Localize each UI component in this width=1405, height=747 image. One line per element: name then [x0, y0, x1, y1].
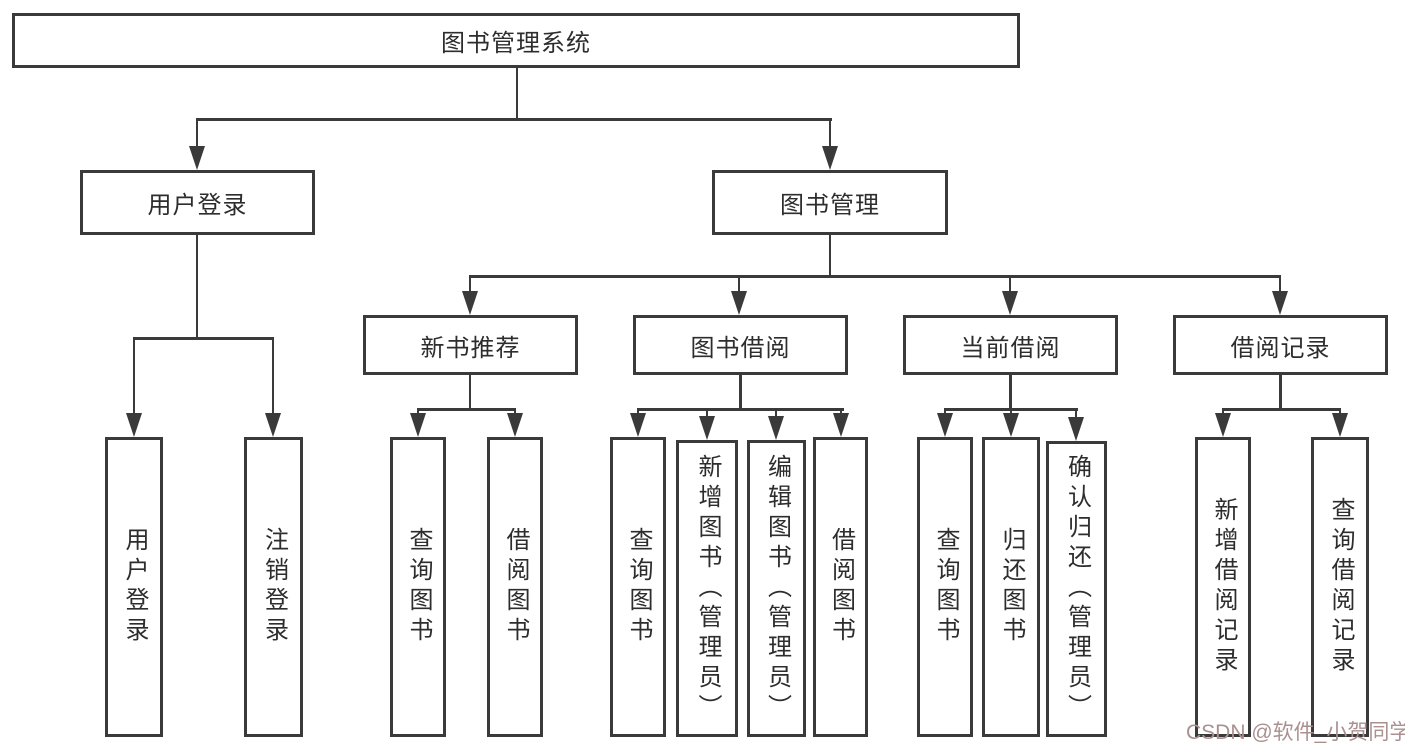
node-borrowing-records: 借阅记录 [1173, 315, 1388, 375]
leaf-borrow-books-recommend: 借阅图书 [487, 437, 543, 737]
leaf-edit-book-admin-label: 编辑图书（管理员） [763, 453, 791, 724]
arrowhead-down-icon [507, 413, 523, 437]
leaf-confirm-return-admin-label: 确认归还（管理员） [1063, 454, 1091, 724]
arrowhead-down-icon [462, 291, 478, 315]
leaf-query-books-borrowing-label: 查询图书 [625, 527, 652, 647]
leaf-query-books-recommend: 查询图书 [390, 437, 446, 737]
arrowhead-down-icon [937, 413, 953, 437]
arrowhead-down-icon [265, 413, 281, 437]
connector-stem [705, 408, 709, 416]
csdn-watermark: CSDN @软件_小贺同学 [1186, 721, 1405, 744]
arrowhead-down-icon [833, 413, 849, 437]
connector-stem [839, 408, 843, 413]
connector-stem [1008, 275, 1012, 291]
connector-stem [195, 118, 199, 146]
node-current-borrowing-label: 当前借阅 [960, 334, 1061, 362]
connector-records-hline [1222, 408, 1341, 411]
connector-stem [636, 408, 640, 413]
connector-root-hline [196, 118, 832, 121]
connector-recommend-hline [417, 408, 516, 411]
leaf-query-books-recommend-label: 查询图书 [405, 527, 432, 647]
leaf-user-login: 用户登录 [105, 437, 163, 737]
node-borrowing-records-label: 借阅记录 [1230, 334, 1331, 362]
node-new-book-recommend-label: 新书推荐 [420, 334, 521, 362]
connector-userlogin-hline [133, 337, 274, 340]
leaf-query-borrow-record-label: 查询借阅记录 [1327, 497, 1354, 677]
connector-stem [774, 408, 778, 416]
leaf-confirm-return-admin: 确认归还（管理员） [1046, 441, 1107, 737]
connector-bookmgmt-stub [828, 235, 832, 275]
arrowhead-down-icon [1068, 417, 1084, 441]
connector-stem [416, 408, 420, 413]
node-root-label: 图书管理系统 [441, 30, 591, 57]
leaf-return-book-label: 归还图书 [998, 527, 1025, 647]
connector-stem [1009, 408, 1013, 413]
leaf-add-book-admin-label: 新增图书（管理员） [694, 453, 721, 724]
connector-stem [943, 408, 947, 413]
node-current-borrowing: 当前借阅 [903, 315, 1118, 375]
node-book-borrowing-label: 图书借阅 [690, 334, 791, 362]
node-book-management: 图书管理 [712, 170, 948, 235]
leaf-edit-book-admin: 编辑图书（管理员） [747, 440, 806, 737]
arrowhead-down-icon [1332, 413, 1348, 437]
connector-stem [1074, 408, 1078, 417]
leaf-logout-label: 注销登录 [260, 527, 288, 647]
node-user-login-label: 用户登录 [147, 192, 248, 219]
arrowhead-down-icon [1002, 291, 1018, 315]
leaf-add-borrow-record-label: 新增借阅记录 [1210, 497, 1237, 677]
arrowhead-down-icon [630, 413, 646, 437]
connector-stem [1221, 408, 1225, 413]
arrowhead-down-icon [1272, 291, 1288, 315]
leaf-borrow-books-borrowing-label: 借阅图书 [827, 527, 855, 647]
leaf-query-borrow-record: 查询借阅记录 [1311, 437, 1369, 737]
connector-stem [132, 337, 136, 413]
connector-root-stub [515, 68, 519, 120]
connector-borrowing-hline [637, 408, 844, 411]
arrowhead-down-icon [822, 146, 838, 170]
connector-stem [737, 275, 741, 291]
connector-recommend-stub [468, 375, 472, 408]
leaf-add-book-admin: 新增图书（管理员） [676, 440, 738, 737]
connector-userlogin-stub [195, 235, 199, 337]
node-new-book-recommend: 新书推荐 [363, 315, 578, 375]
arrowhead-down-icon [410, 413, 426, 437]
connector-borrowing-stub [739, 375, 742, 408]
arrowhead-down-icon [731, 291, 747, 315]
arrowhead-down-icon [126, 413, 142, 437]
arrowhead-down-icon [1215, 413, 1231, 437]
connector-stem [513, 408, 517, 413]
leaf-borrow-books-recommend-label: 借阅图书 [502, 527, 529, 647]
leaf-add-borrow-record: 新增借阅记录 [1195, 437, 1251, 737]
leaf-query-books-borrowing: 查询图书 [610, 437, 666, 737]
arrowhead-down-icon [1003, 413, 1019, 437]
arrowhead-down-icon [768, 416, 784, 440]
connector-stem [828, 118, 832, 146]
leaf-logout: 注销登录 [244, 437, 303, 737]
connector-stem [1278, 275, 1282, 291]
leaf-user-login-label: 用户登录 [121, 527, 148, 647]
connector-stem [468, 275, 472, 291]
arrowhead-down-icon [189, 146, 205, 170]
node-root: 图书管理系统 [12, 13, 1020, 68]
node-user-login: 用户登录 [80, 170, 315, 235]
leaf-return-book: 归还图书 [982, 437, 1040, 737]
leaf-query-books-current: 查询图书 [917, 437, 973, 737]
connector-bookmgmt-hline [469, 275, 1281, 278]
arrowhead-down-icon [699, 416, 715, 440]
connector-stem [1338, 408, 1342, 413]
connector-records-stub [1279, 375, 1282, 408]
node-book-management-label: 图书管理 [780, 192, 880, 219]
node-book-borrowing: 图书借阅 [633, 315, 848, 375]
connector-current-stub [1009, 375, 1012, 408]
leaf-borrow-books-borrowing: 借阅图书 [813, 437, 868, 737]
leaf-query-books-current-label: 查询图书 [932, 527, 959, 647]
connector-stem [271, 337, 275, 413]
